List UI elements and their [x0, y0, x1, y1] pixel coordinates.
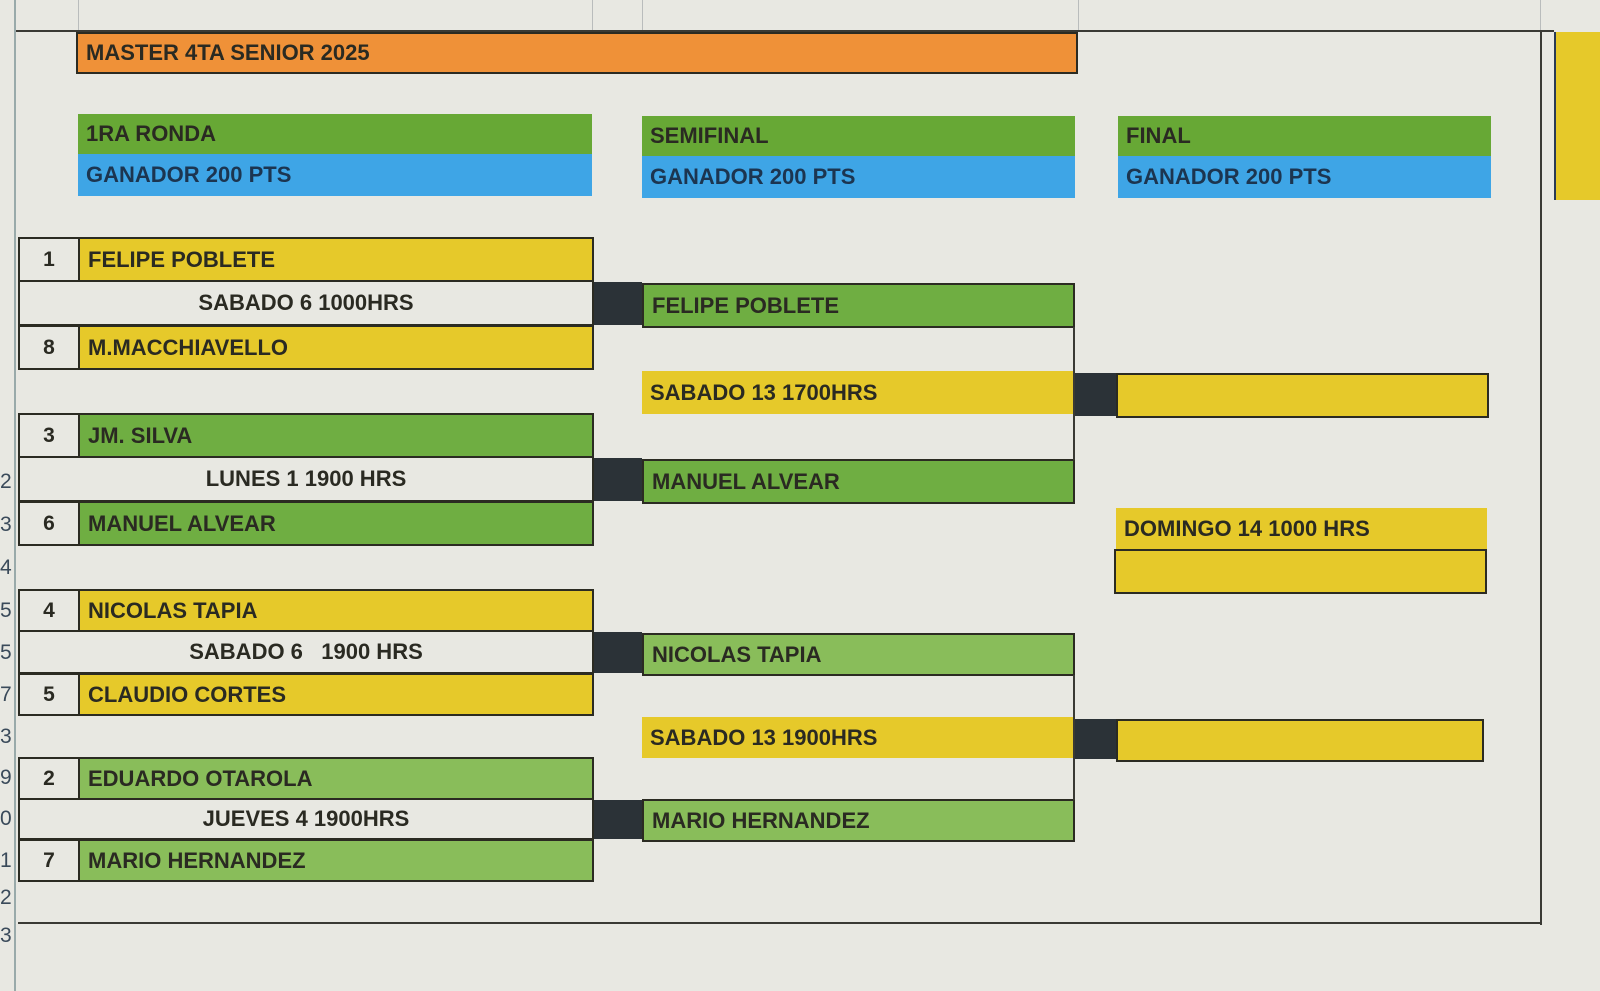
column-gridline [1540, 0, 1541, 30]
bracket-line [1073, 327, 1075, 460]
column-gridline [642, 0, 643, 30]
bracket-connector [594, 632, 642, 673]
seed-number[interactable]: 8 [18, 325, 80, 370]
row-number: 3 [0, 924, 12, 947]
semifinal-time[interactable]: SABADO 13 1700HRS [642, 371, 1073, 414]
bracket-line [1073, 675, 1075, 800]
column-gridline [1078, 0, 1079, 30]
seed-number[interactable]: 3 [18, 413, 80, 458]
frame-bottom [18, 922, 1542, 924]
bracket-connector [1075, 373, 1118, 416]
semifinal-player[interactable]: FELIPE POBLETE [642, 283, 1075, 328]
player-cell[interactable]: CLAUDIO CORTES [78, 673, 594, 716]
player-cell[interactable]: MARIO HERNANDEZ [78, 839, 594, 882]
semifinal-points[interactable]: GANADOR 200 PTS [642, 156, 1075, 198]
player-cell[interactable]: NICOLAS TAPIA [78, 589, 594, 632]
match-time[interactable]: SABADO 6 1000HRS [18, 280, 594, 326]
row-number: 4 [0, 556, 12, 579]
bracket-connector [1075, 719, 1118, 759]
finalist-cell[interactable] [1116, 373, 1489, 418]
player-cell[interactable]: JM. SILVA [78, 413, 594, 458]
bracket-connector [594, 458, 642, 501]
round-1-points[interactable]: GANADOR 200 PTS [78, 154, 592, 196]
row-number: 5 [0, 599, 12, 622]
tournament-title[interactable]: MASTER 4TA SENIOR 2025 [76, 32, 1078, 74]
player-cell[interactable]: FELIPE POBLETE [78, 237, 594, 282]
column-gridline [592, 0, 593, 30]
column-gridline [78, 0, 79, 30]
bracket-connector [594, 282, 642, 325]
seed-number[interactable]: 4 [18, 589, 80, 632]
player-cell[interactable]: EDUARDO OTAROLA [78, 757, 594, 800]
final-time[interactable]: DOMINGO 14 1000 HRS [1116, 508, 1487, 550]
row-number: 9 [0, 766, 12, 789]
champion-cell[interactable] [1114, 549, 1487, 594]
bracket-connector [594, 800, 642, 839]
semifinal-time[interactable]: SABADO 13 1900HRS [642, 717, 1073, 758]
final-points[interactable]: GANADOR 200 PTS [1118, 156, 1491, 198]
seed-number[interactable]: 7 [18, 839, 80, 882]
side-yellow-cell [1554, 32, 1600, 200]
semifinal-player[interactable]: MANUEL ALVEAR [642, 459, 1075, 504]
player-cell[interactable]: MANUEL ALVEAR [78, 501, 594, 546]
frame-top [14, 30, 1554, 32]
seed-number[interactable]: 5 [18, 673, 80, 716]
seed-number[interactable]: 2 [18, 757, 80, 800]
semifinal-header[interactable]: SEMIFINAL [642, 116, 1075, 156]
seed-number[interactable]: 1 [18, 237, 80, 282]
round-1-header[interactable]: 1RA RONDA [78, 114, 592, 154]
row-number: 0 [0, 807, 12, 830]
row-header-border [14, 0, 16, 991]
row-number: 5 [0, 641, 12, 664]
match-time[interactable]: SABADO 6 1900 HRS [18, 630, 594, 674]
finalist-cell[interactable] [1116, 719, 1484, 762]
row-number: 1 [0, 849, 12, 872]
row-number: 7 [0, 683, 12, 706]
player-cell[interactable]: M.MACCHIAVELLO [78, 325, 594, 370]
semifinal-player[interactable]: NICOLAS TAPIA [642, 633, 1075, 676]
final-header[interactable]: FINAL [1118, 116, 1491, 156]
row-number: 2 [0, 470, 12, 493]
seed-number[interactable]: 6 [18, 501, 80, 546]
match-time[interactable]: LUNES 1 1900 HRS [18, 456, 594, 502]
row-number: 3 [0, 513, 12, 536]
row-number: 2 [0, 886, 12, 909]
row-number: 3 [0, 725, 12, 748]
semifinal-player[interactable]: MARIO HERNANDEZ [642, 799, 1075, 842]
match-time[interactable]: JUEVES 4 1900HRS [18, 798, 594, 840]
frame-right [1540, 30, 1542, 925]
